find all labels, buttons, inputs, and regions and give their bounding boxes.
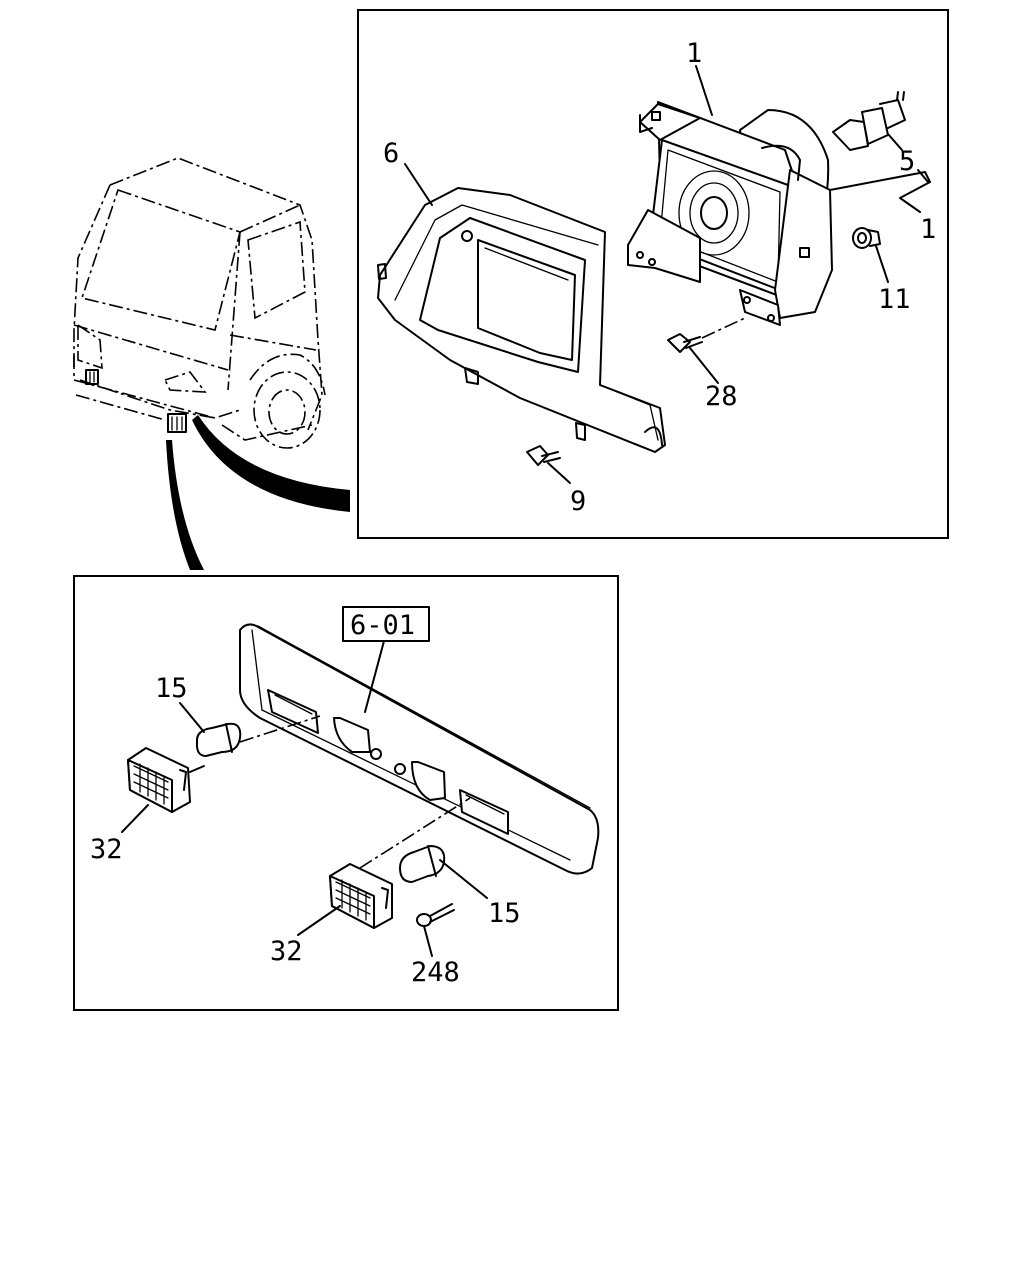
bumper-leader-lines [121,702,488,957]
callout-clip: 248 [411,957,460,988]
halogen-bulb-drawing [832,91,906,151]
callout-bolt-upper: 28 [705,381,738,412]
callout-bolt-lower: 9 [570,486,586,517]
callout-lamp-left: 32 [90,834,123,865]
side-lamp-left-drawing [127,747,205,813]
bumper-bulb-right-drawing [399,845,446,883]
headlamp-panel-frame [357,9,949,539]
callout-bulb: 5 [899,146,915,177]
headlamp-leader-lines [404,65,931,484]
headlamp-unit-drawing [627,101,833,326]
bolt-lower-drawing [526,445,561,466]
ref-box [342,606,430,642]
callout-assembly-bracket: 1 [920,214,936,245]
clip-drawing [416,903,455,927]
bumper-drawing [239,623,600,875]
truck-cab-overview [73,157,326,449]
grommet-drawing [852,227,881,249]
bumper-panel-frame [73,575,619,1011]
callout-lamp-right: 32 [270,936,303,967]
bumper-bulb-left-drawing [195,722,242,757]
callout-bulb-left: 15 [155,673,188,704]
ref-box-group [342,606,430,713]
leader-wedge-bumper [166,440,204,570]
leader-wedge-headlamp [192,415,350,512]
side-lamp-right-drawing [329,863,393,929]
ref-box-label: 6-01 [350,610,415,641]
callout-bezel: 6 [383,138,399,169]
headlamp-bezel-drawing [377,187,666,453]
callout-grommet: 11 [878,284,911,315]
bolt-upper-drawing [667,317,746,353]
callout-bulb-right: 15 [488,898,521,929]
callout-headlamp-assembly: 1 [686,38,702,69]
